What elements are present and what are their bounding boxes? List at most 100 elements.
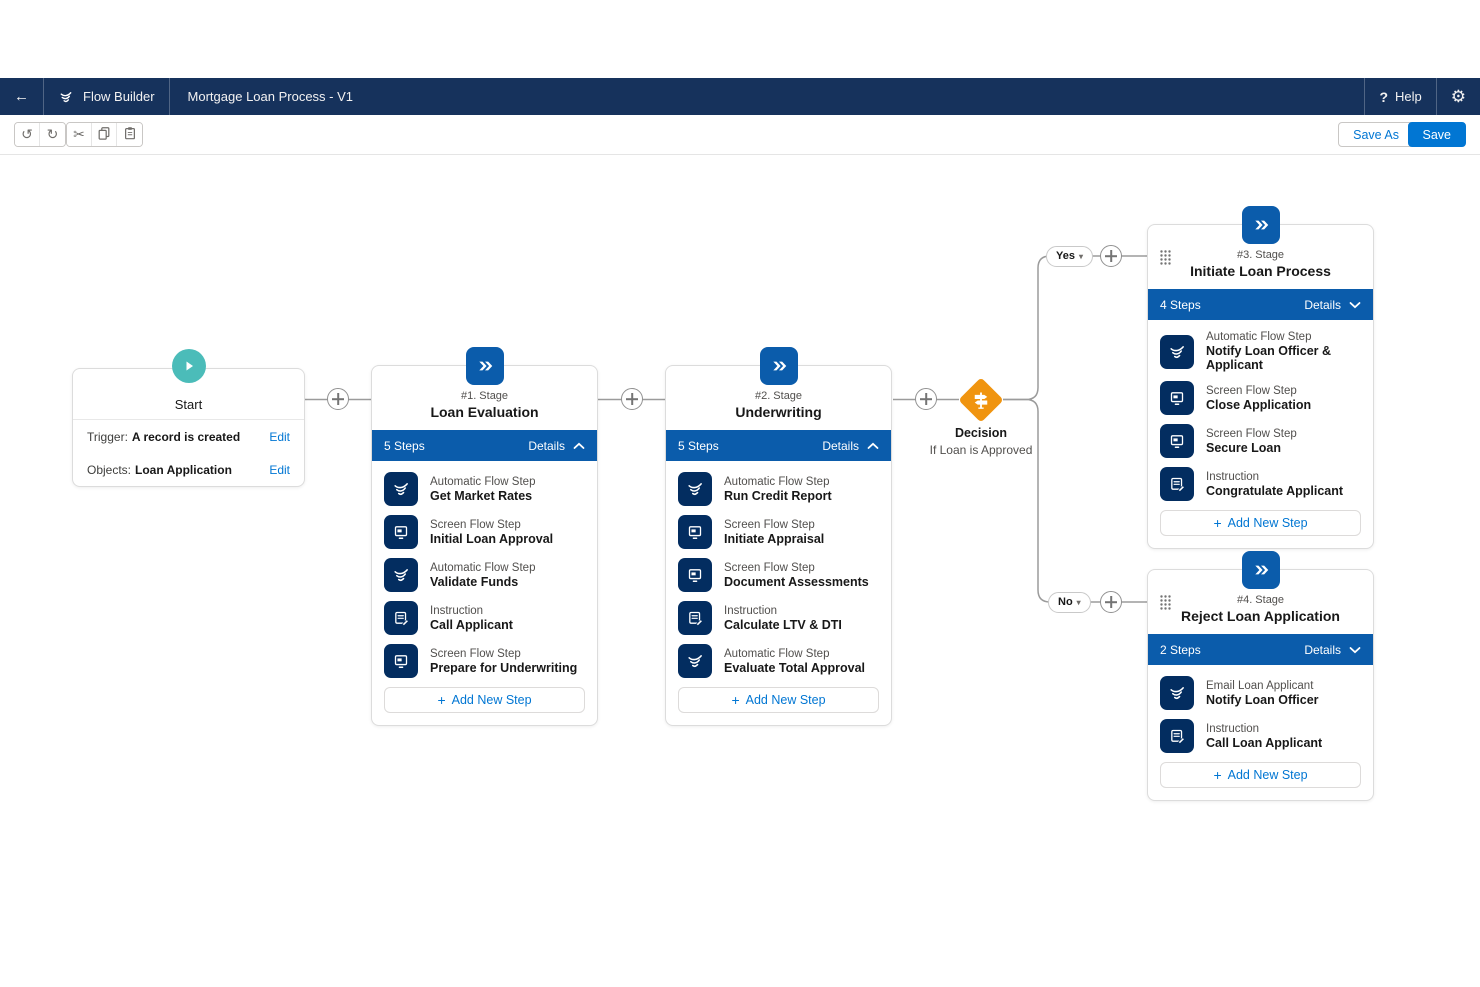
flow-title: Mortgage Loan Process - V1	[187, 89, 354, 104]
add-new-step-label: Add New Step	[745, 693, 826, 707]
add-element-button[interactable]	[621, 388, 643, 410]
add-new-step-button[interactable]: + Add New Step	[1160, 762, 1361, 788]
chevron-up-icon	[867, 439, 879, 453]
step-item[interactable]: Screen Flow Step Close Application	[1160, 381, 1361, 415]
edit-trigger-link[interactable]: Edit	[269, 429, 290, 444]
automatic-flow-icon	[1160, 334, 1194, 369]
redo-icon: ↻	[46, 126, 59, 142]
step-type: Screen Flow Step	[430, 518, 521, 531]
step-title: Call Loan Applicant	[1206, 735, 1323, 750]
steps-list: Automatic Flow Step Get Market Rates Scr…	[372, 461, 597, 725]
branch-yes-text: Yes	[1056, 250, 1075, 262]
branch-label-yes[interactable]: Yes ▾	[1046, 245, 1093, 267]
edit-objects-link[interactable]: Edit	[269, 462, 290, 477]
step-item[interactable]: Screen Flow Step Document Assessments	[678, 558, 879, 592]
step-item[interactable]: Automatic Flow Step Run Credit Report	[678, 472, 879, 506]
copy-button[interactable]	[92, 123, 117, 146]
screen-flow-icon	[1160, 381, 1194, 415]
steps-list: Email Loan Applicant Notify Loan Officer…	[1148, 665, 1373, 800]
stage-node-reject-loan-application[interactable]: #4. Stage Reject Loan Application 2 Step…	[1147, 551, 1374, 801]
trigger-value: A record is created	[131, 429, 241, 444]
steps-count: 5 Steps	[678, 438, 719, 453]
decision-node[interactable]	[958, 377, 1004, 423]
start-node[interactable]: Start Trigger: A record is created Edit …	[72, 349, 305, 487]
step-item[interactable]: Automatic Flow Step Validate Funds	[384, 558, 585, 592]
drag-handle-icon[interactable]	[1160, 250, 1171, 270]
step-type: Instruction	[724, 604, 778, 617]
step-item[interactable]: Automatic Flow Step Evaluate Total Appro…	[678, 644, 879, 678]
app-label: Flow Builder	[83, 89, 155, 104]
step-title: Calculate LTV & DTI	[724, 617, 842, 632]
step-item[interactable]: Screen Flow Step Prepare for Underwritin…	[384, 644, 585, 678]
help-button[interactable]: ? Help	[1365, 78, 1435, 115]
screen-flow-icon	[678, 515, 712, 549]
action-toolbar: ↺ ↻ ✂ Save As Save	[0, 118, 1480, 155]
stage-number: #4. Stage	[1236, 594, 1285, 606]
step-type: Screen Flow Step	[1206, 427, 1297, 440]
stage-header: #4. Stage Reject Loan Application	[1148, 570, 1373, 634]
details-label: Details	[1304, 297, 1341, 312]
play-icon	[171, 349, 206, 383]
details-label: Details	[1304, 642, 1341, 657]
stage-node-initiate-loan-process[interactable]: #3. Stage Initiate Loan Process 4 Steps …	[1147, 206, 1374, 549]
step-item[interactable]: Instruction Congratulate Applicant	[1160, 467, 1361, 501]
clipboard-icon	[123, 126, 137, 143]
step-item[interactable]: Screen Flow Step Secure Loan	[1160, 424, 1361, 458]
step-title: Congratulate Applicant	[1206, 483, 1344, 498]
save-as-button[interactable]: Save As	[1338, 122, 1414, 147]
stage-details-bar[interactable]: 5 Steps Details	[372, 430, 597, 461]
step-item[interactable]: Automatic Flow Step Notify Loan Officer …	[1160, 331, 1361, 372]
decision-condition: If Loan is Approved	[929, 443, 1033, 457]
stage-title: Reject Loan Application	[1181, 608, 1340, 624]
add-new-step-label: Add New Step	[1227, 768, 1308, 782]
chevron-up-icon	[573, 439, 585, 453]
add-element-button[interactable]	[915, 388, 937, 410]
step-type: Screen Flow Step	[1206, 384, 1297, 397]
step-item[interactable]: Instruction Call Loan Applicant	[1160, 719, 1361, 753]
drag-handle-icon[interactable]	[1160, 595, 1171, 615]
step-type: Automatic Flow Step	[724, 647, 830, 660]
add-new-step-button[interactable]: + Add New Step	[1160, 510, 1361, 536]
step-item[interactable]: Automatic Flow Step Get Market Rates	[384, 472, 585, 506]
undo-icon: ↺	[21, 126, 33, 142]
settings-button[interactable]: ⚙	[1437, 78, 1480, 115]
add-element-button[interactable]	[327, 388, 349, 410]
step-item[interactable]: Instruction Calculate LTV & DTI	[678, 601, 879, 635]
step-title: Prepare for Underwriting	[430, 660, 578, 675]
add-element-button[interactable]	[1100, 591, 1122, 613]
step-item[interactable]: Instruction Call Applicant	[384, 601, 585, 635]
back-button[interactable]: ←	[0, 78, 43, 115]
start-title: Start	[73, 369, 304, 420]
save-button[interactable]: Save	[1407, 122, 1466, 147]
stage-icon	[1241, 206, 1280, 244]
stage-details-bar[interactable]: 4 Steps Details	[1148, 289, 1373, 320]
cut-button[interactable]: ✂	[67, 123, 92, 146]
step-item[interactable]: Screen Flow Step Initial Loan Approval	[384, 515, 585, 549]
add-new-step-button[interactable]: + Add New Step	[384, 687, 585, 713]
screen-flow-icon	[1160, 424, 1194, 458]
redo-button[interactable]: ↻	[40, 123, 65, 146]
undo-button[interactable]: ↺	[15, 123, 40, 146]
step-item[interactable]: Screen Flow Step Initiate Appraisal	[678, 515, 879, 549]
stage-node-underwriting[interactable]: #2. Stage Underwriting 5 Steps Details	[665, 347, 892, 726]
step-type: Screen Flow Step	[724, 561, 815, 574]
step-title: Initial Loan Approval	[430, 531, 554, 546]
header-divider	[168, 78, 170, 115]
paste-button[interactable]	[117, 123, 142, 146]
add-new-step-label: Add New Step	[451, 693, 532, 707]
step-item[interactable]: Email Loan Applicant Notify Loan Officer	[1160, 676, 1361, 710]
step-type: Automatic Flow Step	[1206, 331, 1312, 343]
automatic-flow-icon	[678, 472, 712, 506]
branch-label-no[interactable]: No ▾	[1048, 591, 1091, 613]
stage-node-loan-evaluation[interactable]: #1. Stage Loan Evaluation 5 Steps Detail…	[371, 347, 598, 726]
add-new-step-button[interactable]: + Add New Step	[678, 687, 879, 713]
help-icon: ?	[1379, 88, 1388, 105]
stage-title: Loan Evaluation	[430, 404, 539, 420]
add-new-step-label: Add New Step	[1227, 516, 1308, 530]
stage-details-bar[interactable]: 5 Steps Details	[666, 430, 891, 461]
step-type: Instruction	[430, 604, 484, 617]
stage-details-bar[interactable]: 2 Steps Details	[1148, 634, 1373, 665]
header-divider	[1435, 78, 1437, 115]
step-type: Email Loan Applicant	[1206, 679, 1314, 692]
add-element-button[interactable]	[1100, 245, 1122, 267]
